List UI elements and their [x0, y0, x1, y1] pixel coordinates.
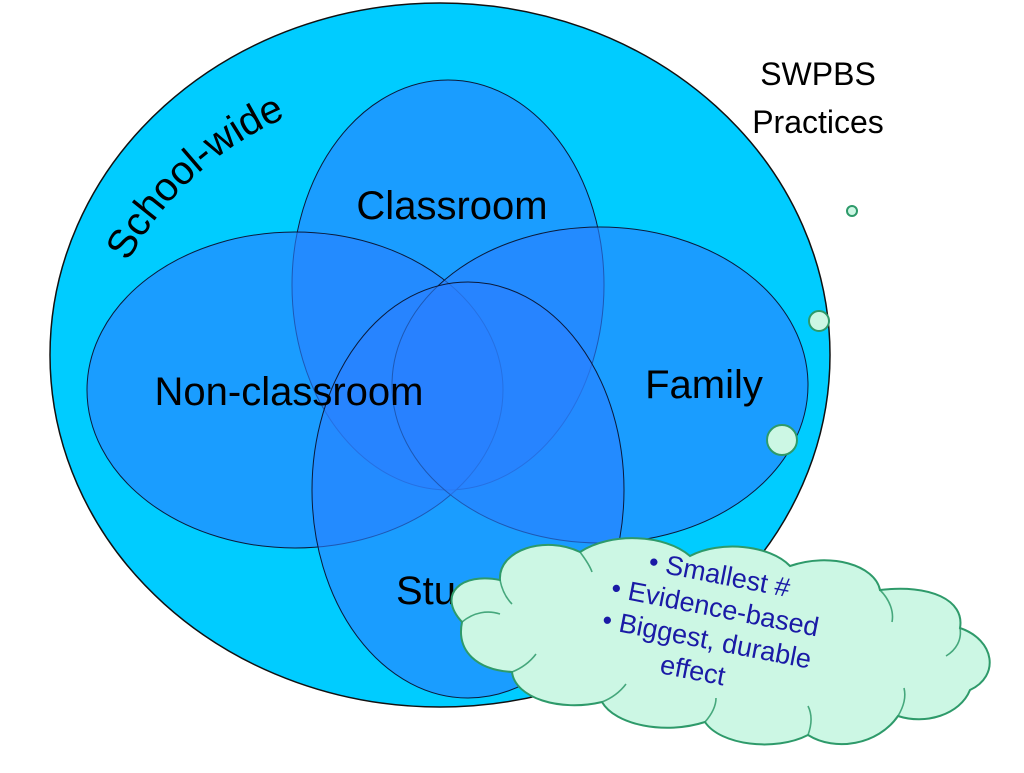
title-line-1: SWPBS [760, 56, 876, 92]
student-label-partial: Stu [396, 569, 456, 613]
callout-text: • Smallest # • Evidence-based • Biggest,… [600, 546, 821, 691]
callout-cloud-creases [461, 551, 962, 736]
thought-bubble-small [846, 205, 858, 217]
classroom-label: Classroom [356, 184, 547, 228]
family-label: Family [645, 363, 763, 407]
title-line-2: Practices [752, 104, 884, 140]
thought-bubbles [766, 205, 858, 456]
callout-cloud: • Smallest # • Evidence-based • Biggest,… [450, 537, 991, 746]
non-classroom-label: Non-classroom [155, 370, 424, 414]
callout-cloud-shape [450, 537, 991, 746]
thought-bubble-large [766, 424, 798, 456]
thought-bubble-medium [808, 310, 830, 332]
